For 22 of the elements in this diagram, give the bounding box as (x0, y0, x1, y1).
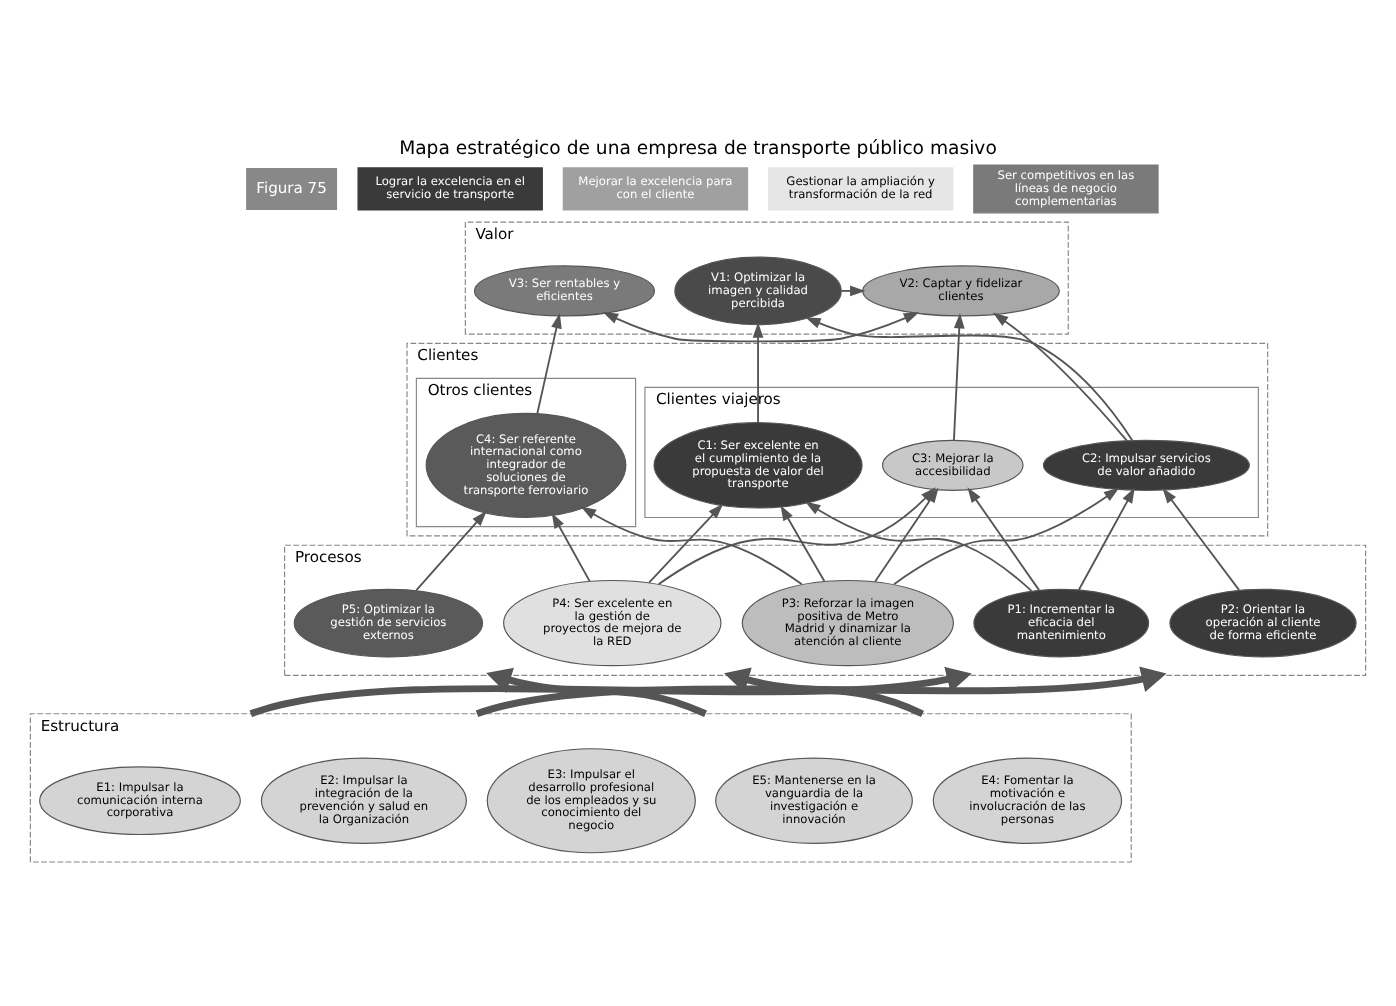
arrow (249, 666, 972, 718)
arrow (486, 667, 707, 718)
arrow (953, 312, 965, 442)
arrow (840, 285, 866, 297)
arrow (805, 317, 1134, 442)
arrow (967, 487, 1040, 592)
arrow (415, 510, 487, 592)
arrow (657, 487, 936, 586)
arrow (602, 312, 920, 343)
arrow (536, 312, 562, 415)
arrow (724, 667, 924, 717)
arrow (992, 312, 1128, 442)
arrow (1077, 487, 1135, 591)
diagram-title: Mapa estratégico de una empresa de transporte público masivo (399, 138, 997, 161)
arrow (752, 322, 764, 423)
arrow (476, 666, 1167, 718)
arrow (648, 503, 724, 584)
arrow (580, 506, 803, 586)
arrow (805, 501, 1033, 592)
arrow (551, 512, 591, 583)
arrow (1162, 487, 1241, 592)
arrow (780, 505, 826, 583)
